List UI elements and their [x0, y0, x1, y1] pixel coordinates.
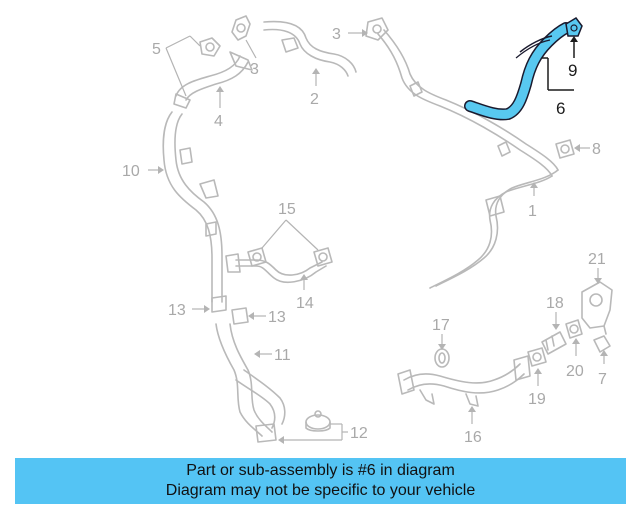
part-7-clamp[interactable]	[593, 335, 611, 353]
callout-8: 8	[574, 141, 601, 158]
banner-line-disclaimer: Diagram may not be specific to your vehi…	[165, 482, 476, 499]
svg-text:19: 19	[528, 391, 546, 408]
part-3-clamp-right[interactable]	[365, 17, 389, 41]
banner-line-part-info: Part or sub-assembly is #6 in diagram	[186, 462, 455, 479]
callout-1: 1	[528, 182, 538, 220]
callout-5: 5	[152, 35, 201, 97]
svg-text:18: 18	[546, 295, 564, 312]
callout-20: 20	[566, 338, 584, 380]
svg-text:3: 3	[250, 61, 259, 78]
svg-text:2: 2	[310, 91, 319, 108]
part-11-pipe[interactable]	[215, 323, 286, 443]
callout-12: 12	[278, 423, 368, 444]
svg-text:6: 6	[556, 99, 565, 118]
part-3-clamp-left[interactable]	[231, 15, 251, 41]
svg-text:13: 13	[168, 302, 186, 319]
part-8-clamp[interactable]	[555, 139, 575, 159]
callout-18: 18	[546, 295, 564, 330]
svg-text:11: 11	[274, 347, 291, 364]
info-banner: Part or sub-assembly is #6 in diagram Di…	[15, 458, 626, 504]
svg-text:13: 13	[268, 309, 286, 326]
part-13-clamp-b[interactable]	[231, 307, 249, 325]
callout-11: 11	[254, 347, 291, 364]
svg-text:16: 16	[464, 429, 482, 446]
part-15-clamp-a[interactable]	[247, 247, 267, 267]
part-21-housing[interactable]	[581, 281, 613, 335]
svg-text:15: 15	[278, 201, 296, 218]
svg-text:8: 8	[592, 141, 601, 158]
callout-2: 2	[310, 68, 320, 108]
svg-text:7: 7	[598, 371, 607, 388]
part-6-hose-highlighted[interactable]	[464, 22, 572, 121]
part-18-hose[interactable]	[541, 331, 567, 355]
svg-text:14: 14	[296, 295, 314, 312]
callout-3-left: 3	[245, 39, 259, 78]
callout-13-left: 13	[168, 302, 210, 319]
part-20-clamp[interactable]	[565, 319, 583, 339]
part-1-pipe[interactable]	[377, 29, 559, 289]
svg-text:3: 3	[332, 26, 341, 43]
svg-text:10: 10	[122, 163, 140, 180]
part-15-clamp-b[interactable]	[313, 247, 333, 267]
part-5-clamp[interactable]	[199, 37, 221, 57]
svg-text:1: 1	[528, 203, 537, 220]
svg-text:21: 21	[588, 251, 606, 268]
callout-10: 10	[122, 163, 164, 180]
callout-6: 6	[542, 57, 574, 118]
part-14-hose[interactable]	[225, 253, 327, 284]
callout-19: 19	[528, 368, 546, 408]
svg-text:12: 12	[350, 425, 368, 442]
svg-text:20: 20	[566, 363, 584, 380]
svg-text:5: 5	[152, 41, 161, 58]
part-16-pipe[interactable]	[397, 355, 531, 407]
svg-text:9: 9	[568, 61, 577, 80]
callout-3-right: 3	[332, 26, 368, 43]
callout-9: 9	[568, 36, 578, 80]
part-17-gasket[interactable]	[434, 348, 450, 368]
svg-text:4: 4	[214, 113, 223, 130]
part-12-clamp[interactable]	[305, 410, 331, 432]
callout-17: 17	[432, 317, 450, 350]
part-13-clamp-a[interactable]	[211, 295, 227, 313]
part-9-clamp[interactable]	[565, 17, 583, 37]
part-4-hose[interactable]	[173, 51, 253, 109]
callout-21: 21	[588, 251, 606, 284]
callout-15: 15	[261, 201, 319, 251]
callout-14: 14	[296, 274, 314, 312]
part-10-pipe[interactable]	[162, 111, 223, 303]
part-19-clamp[interactable]	[527, 347, 547, 367]
part-2-hose[interactable]	[263, 20, 357, 77]
callout-13-right: 13	[248, 309, 286, 326]
callout-7: 7	[598, 350, 608, 388]
callout-4: 4	[214, 86, 224, 130]
callout-16: 16	[464, 406, 482, 446]
svg-text:17: 17	[432, 317, 450, 334]
